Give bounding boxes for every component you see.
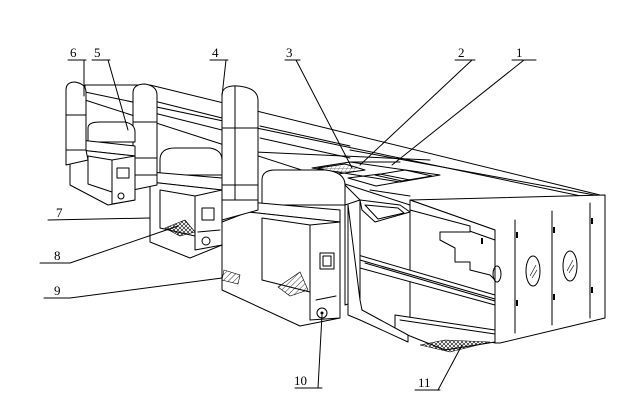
end-cabinet [409,194,606,344]
callout-8: 8 [54,248,61,263]
callout-labels: 1 2 3 4 5 6 7 8 9 10 11 [54,45,523,390]
callout-9: 9 [54,283,61,298]
chute [359,199,411,223]
leader-lines [39,59,537,391]
callout-5: 5 [94,45,101,60]
module-back [65,81,136,206]
pillar-4 [221,85,259,285]
module-front [221,169,409,343]
callout-4: 4 [212,45,219,60]
callout-6: 6 [70,45,77,60]
callout-1: 1 [516,45,523,60]
callout-2: 2 [458,45,465,60]
callout-10: 10 [294,373,307,388]
module-middle [132,83,223,259]
callout-3: 3 [286,45,293,60]
callout-11: 11 [418,375,431,390]
callout-7: 7 [56,205,63,220]
